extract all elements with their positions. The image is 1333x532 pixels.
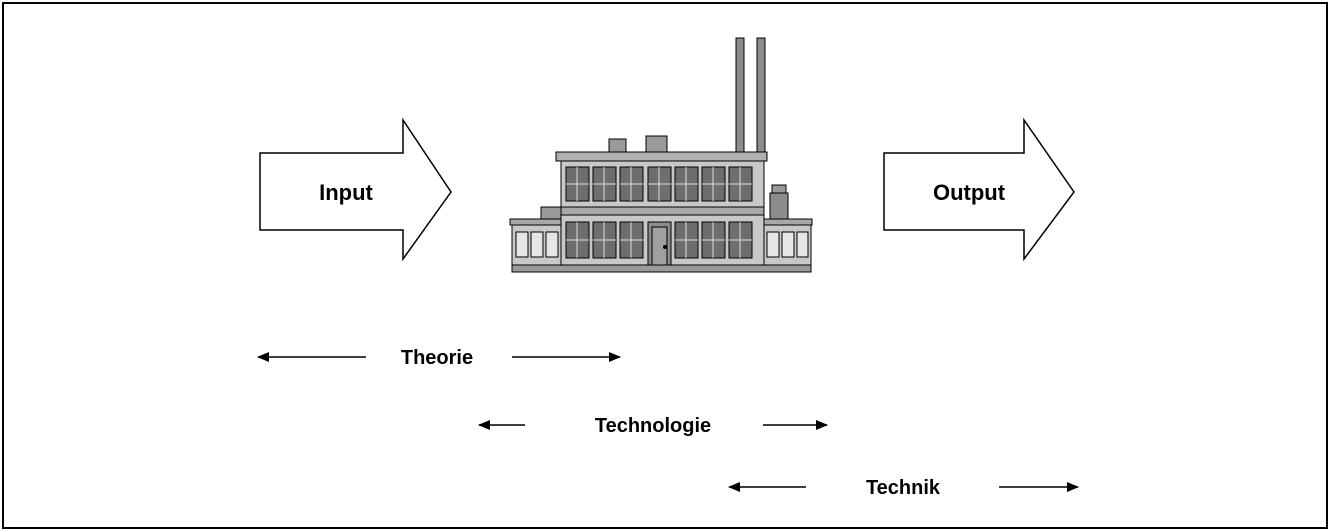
range-theorie-label: Theorie (401, 347, 473, 369)
range-technik-label: Technik (866, 477, 941, 499)
input-label: Input (319, 180, 373, 205)
range-technik: Technik (728, 477, 1079, 499)
range-technologie-label: Technologie (595, 415, 711, 437)
range-theorie: Theorie (257, 347, 621, 369)
range-technologie: Technologie (478, 415, 828, 437)
factory-icon (509, 37, 813, 273)
output-arrow: Output (883, 117, 1075, 262)
input-arrow: Input (259, 117, 452, 262)
output-label: Output (933, 180, 1006, 205)
